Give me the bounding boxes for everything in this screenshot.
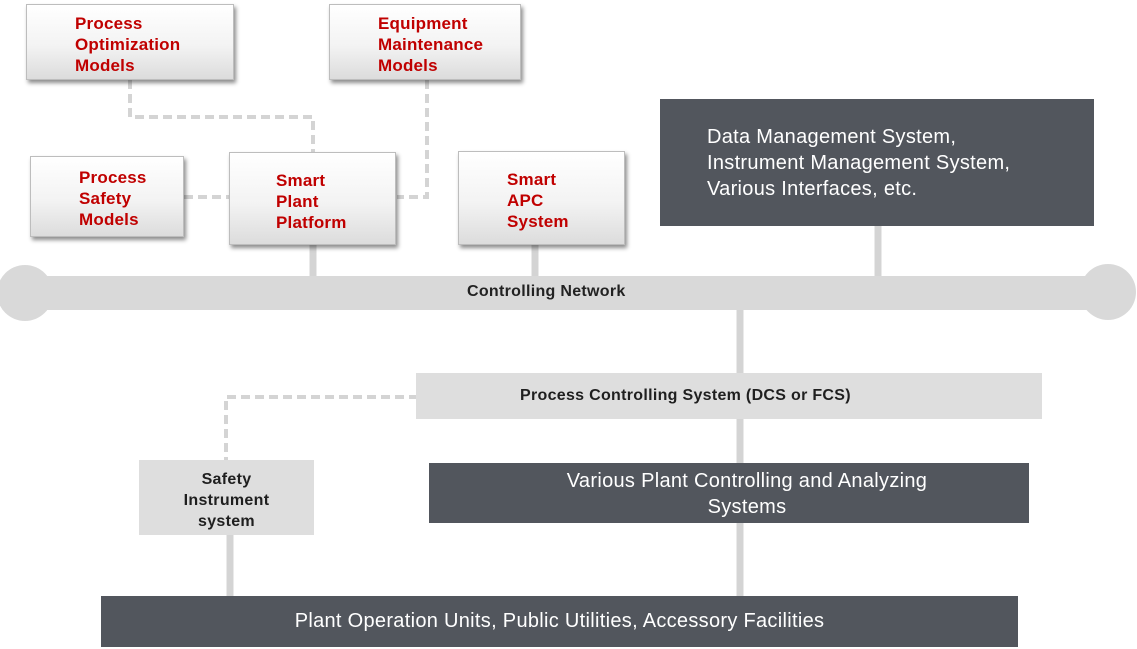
various-plant-systems-box: Various Plant Controlling and Analyzing … <box>429 463 1029 523</box>
safety-instrument-box: Safety Instrument system <box>139 460 314 535</box>
dashed-link-optimization <box>128 80 315 153</box>
various-plant-systems-label: Various Plant Controlling and Analyzing … <box>566 470 928 518</box>
smart-plant-platform-label: Smart Plant Platform <box>276 171 347 232</box>
process-safety-label: Process Safety Models <box>79 168 147 229</box>
network-end-left <box>0 265 53 321</box>
safety-instrument-label: Safety Instrument system <box>183 471 270 530</box>
dashed-link-maintenance <box>397 80 429 199</box>
data-management-box: Data Management System, Instrument Manag… <box>660 99 1094 226</box>
plant-operation-box: Plant Operation Units, Public Utilities,… <box>101 596 1018 647</box>
smart-apc-box: Smart APC System <box>458 151 625 245</box>
process-optimization-label: Process Optimization Models <box>75 14 181 75</box>
process-optimization-box: Process Optimization Models <box>26 4 234 80</box>
controlling-network-bus <box>22 276 1110 310</box>
process-safety-box: Process Safety Models <box>30 156 184 237</box>
smart-apc-label: Smart APC System <box>507 170 569 231</box>
equipment-maintenance-label: Equipment Maintenance Models <box>378 14 484 75</box>
network-end-right <box>1080 264 1136 320</box>
controlling-network-label: Controlling Network <box>467 283 626 300</box>
equipment-maintenance-box: Equipment Maintenance Models <box>329 4 521 80</box>
data-management-label: Data Management System, Instrument Manag… <box>707 126 1011 200</box>
plant-operation-label: Plant Operation Units, Public Utilities,… <box>294 610 825 632</box>
smart-plant-platform-box: Smart Plant Platform <box>229 152 396 245</box>
process-controlling-system-label: Process Controlling System (DCS or FCS) <box>520 387 851 404</box>
process-controlling-system-box: Process Controlling System (DCS or FCS) <box>416 373 1042 419</box>
